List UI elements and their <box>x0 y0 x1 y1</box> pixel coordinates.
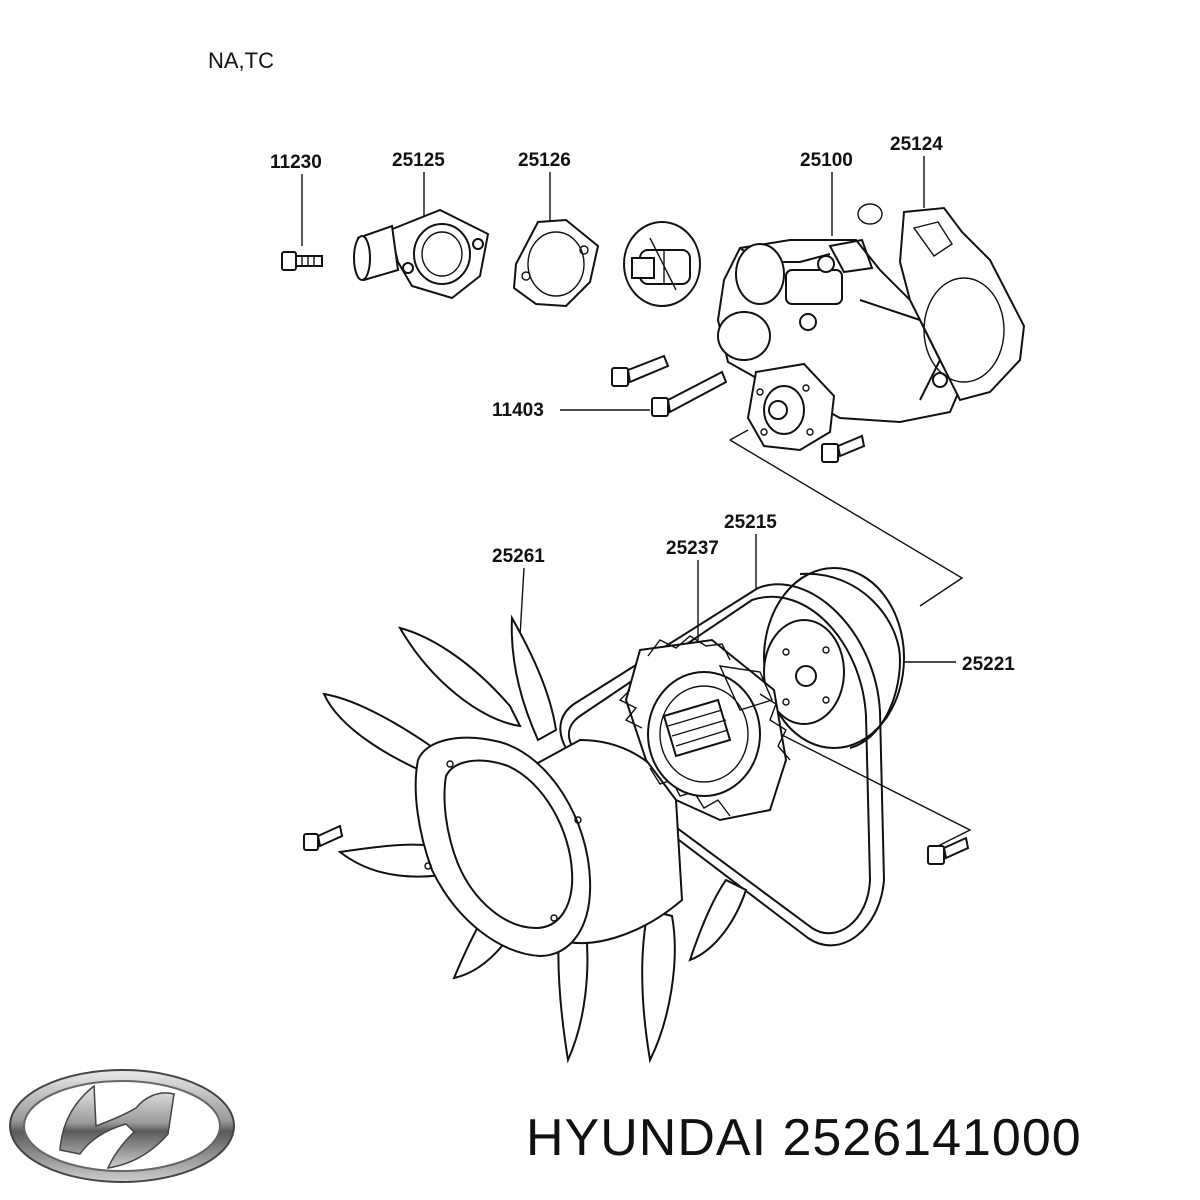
hyundai-logo-icon <box>9 1069 235 1183</box>
brand-name: HYUNDAI <box>526 1109 768 1167</box>
pulley-25221 <box>763 567 905 749</box>
bolt-11230 <box>281 251 323 271</box>
label-25237: 25237 <box>666 538 719 559</box>
cooling-fan-25261 <box>322 614 748 1064</box>
thermostat <box>623 221 701 307</box>
water-pump-25100 <box>716 238 970 452</box>
part-number: 2526141000 <box>782 1109 1082 1167</box>
label-25124: 25124 <box>890 134 943 155</box>
label-25221: 25221 <box>962 654 1015 675</box>
label-25261: 25261 <box>492 546 545 567</box>
label-25125: 25125 <box>392 150 445 171</box>
bolts-11403 <box>611 354 866 463</box>
label-11403: 11403 <box>492 400 544 421</box>
variant-label: NA,TC <box>208 48 274 73</box>
label-25215: 25215 <box>724 512 777 533</box>
label-11230: 11230 <box>270 152 322 173</box>
brand-part-number: HYUNDAI 2526141000 <box>526 1108 1082 1168</box>
label-25100: 25100 <box>800 150 853 171</box>
water-inlet-fitting-25125 <box>353 208 490 300</box>
leader-lines <box>301 156 972 849</box>
label-25126: 25126 <box>518 150 571 171</box>
gasket-25124 <box>857 203 1026 402</box>
gasket-25126 <box>512 218 600 308</box>
fan-clutch-25237 <box>618 635 791 822</box>
fan-bolts <box>303 824 970 865</box>
